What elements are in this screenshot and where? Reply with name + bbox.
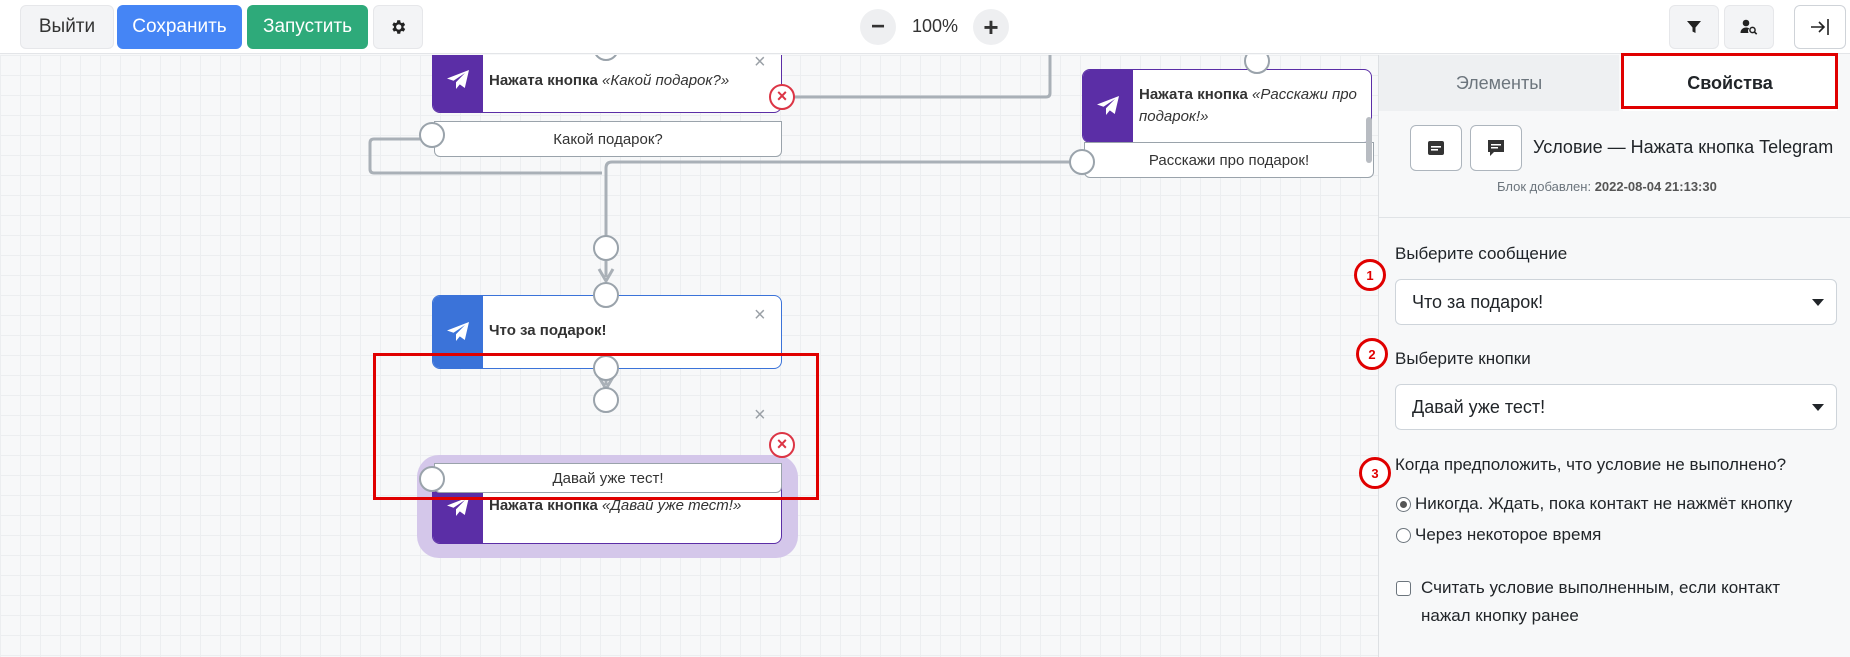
telegram-icon: [1097, 96, 1119, 115]
exit-button[interactable]: Выйти: [20, 5, 114, 49]
message-icon: [1428, 141, 1444, 155]
message-select[interactable]: Что за подарок!: [1395, 279, 1837, 325]
buttons-select[interactable]: Давай уже тест!: [1395, 384, 1837, 430]
fail-condition-label: Когда предположить, что условие не выпол…: [1395, 455, 1787, 474]
filter-button[interactable]: [1669, 5, 1719, 49]
node-output-port[interactable]: [593, 355, 619, 381]
node-title: Нажата кнопка «Давай уже тест!»: [489, 497, 742, 514]
annotation-box: [373, 353, 819, 500]
node-title: Нажата кнопка «Расскажи про подарок!»: [1139, 86, 1357, 125]
buttons-select-value: Давай уже тест!: [1412, 396, 1546, 417]
flow-node-button-pressed-2[interactable]: Нажата кнопка «Расскажи про подарок!»: [1082, 69, 1372, 143]
collapse-panel-button[interactable]: [1794, 5, 1846, 49]
user-search-icon: [1740, 19, 1758, 35]
annotation-box: [1621, 53, 1838, 109]
radio-never-label: Никогда. Ждать, пока контакт не нажмёт к…: [1415, 494, 1793, 513]
node-button-label: Какой подарок?: [434, 121, 782, 157]
plus-icon: +: [983, 12, 999, 42]
node-input-port[interactable]: [1244, 55, 1270, 74]
gear-icon: [392, 20, 406, 34]
canvas-scrollbar[interactable]: [1366, 117, 1372, 163]
node-close-icon[interactable]: ×: [754, 304, 766, 326]
chat-icon: [1488, 140, 1504, 156]
node-delete-icon[interactable]: ×: [769, 432, 795, 458]
block-added-info: Блок добавлен: 2022-08-04 21:13:30: [1497, 179, 1717, 194]
flow-canvas[interactable]: Нажата кнопка «Какой подарок?» × × Какой…: [0, 55, 1378, 657]
toolbar: Выйти Сохранить Запустить − 100% +: [0, 0, 1850, 54]
node-close-icon[interactable]: ×: [754, 55, 766, 73]
telegram-icon: [447, 322, 469, 341]
telegram-node-icon: [433, 296, 483, 368]
message-select-label: Выберите сообщение: [1395, 244, 1568, 263]
zoom-out-button[interactable]: −: [860, 9, 896, 45]
chat-button[interactable]: [1470, 125, 1522, 171]
radio-never[interactable]: [1396, 497, 1411, 512]
zoom-level: 100%: [911, 16, 959, 36]
telegram-node-icon: [1083, 70, 1133, 142]
radio-after-time-label: Через некоторое время: [1415, 525, 1602, 544]
node-input-port[interactable]: [593, 235, 619, 261]
node-button-label: Давай уже тест!: [434, 463, 782, 493]
annotation-marker-3: 3: [1359, 457, 1391, 489]
chevron-down-icon: [1812, 299, 1824, 306]
user-search-button[interactable]: [1724, 5, 1774, 49]
message-button[interactable]: [1410, 125, 1462, 171]
telegram-icon: [447, 497, 469, 516]
message-select-value: Что за подарок!: [1412, 291, 1544, 312]
zoom-in-button[interactable]: +: [973, 9, 1009, 45]
pressed-earlier-checkbox[interactable]: [1396, 581, 1411, 596]
filter-icon: [1687, 21, 1701, 33]
collapse-panel-icon: [1811, 19, 1829, 35]
tab-properties[interactable]: Свойства: [1623, 55, 1837, 111]
node-close-icon[interactable]: ×: [754, 404, 766, 426]
settings-button[interactable]: [373, 5, 423, 49]
flow-node-button-pressed-1[interactable]: Нажата кнопка «Какой подарок?»: [432, 55, 782, 113]
node-button-port[interactable]: [1069, 149, 1095, 175]
run-button[interactable]: Запустить: [247, 5, 368, 49]
tab-elements[interactable]: Элементы: [1379, 55, 1619, 111]
node-input-port[interactable]: [593, 282, 619, 308]
telegram-icon: [447, 70, 469, 89]
divider: [1379, 217, 1850, 218]
node-title: Что за подарок!: [489, 322, 607, 339]
node-button-port[interactable]: [419, 466, 445, 492]
node-delete-icon[interactable]: ×: [769, 84, 795, 110]
node-input-port[interactable]: [593, 387, 619, 413]
buttons-select-label: Выберите кнопки: [1395, 349, 1531, 368]
condition-title: Условие — Нажата кнопка Telegram: [1533, 137, 1834, 157]
properties-panel: Элементы Свойства Условие — Нажата кнопк…: [1378, 55, 1850, 657]
chevron-down-icon: [1812, 404, 1824, 411]
minus-icon: −: [870, 13, 885, 40]
node-button-port[interactable]: [419, 122, 445, 148]
radio-after-time[interactable]: [1396, 528, 1411, 543]
annotation-marker-1: 1: [1354, 259, 1386, 291]
save-button[interactable]: Сохранить: [117, 5, 242, 49]
telegram-node-icon: [433, 55, 483, 112]
pressed-earlier-label: Считать условие выполненным, если контак…: [1421, 578, 1781, 625]
node-button-label: Расскажи про подарок!: [1084, 142, 1374, 178]
node-title: Нажата кнопка «Какой подарок?»: [489, 72, 730, 89]
annotation-marker-2: 2: [1356, 338, 1388, 370]
